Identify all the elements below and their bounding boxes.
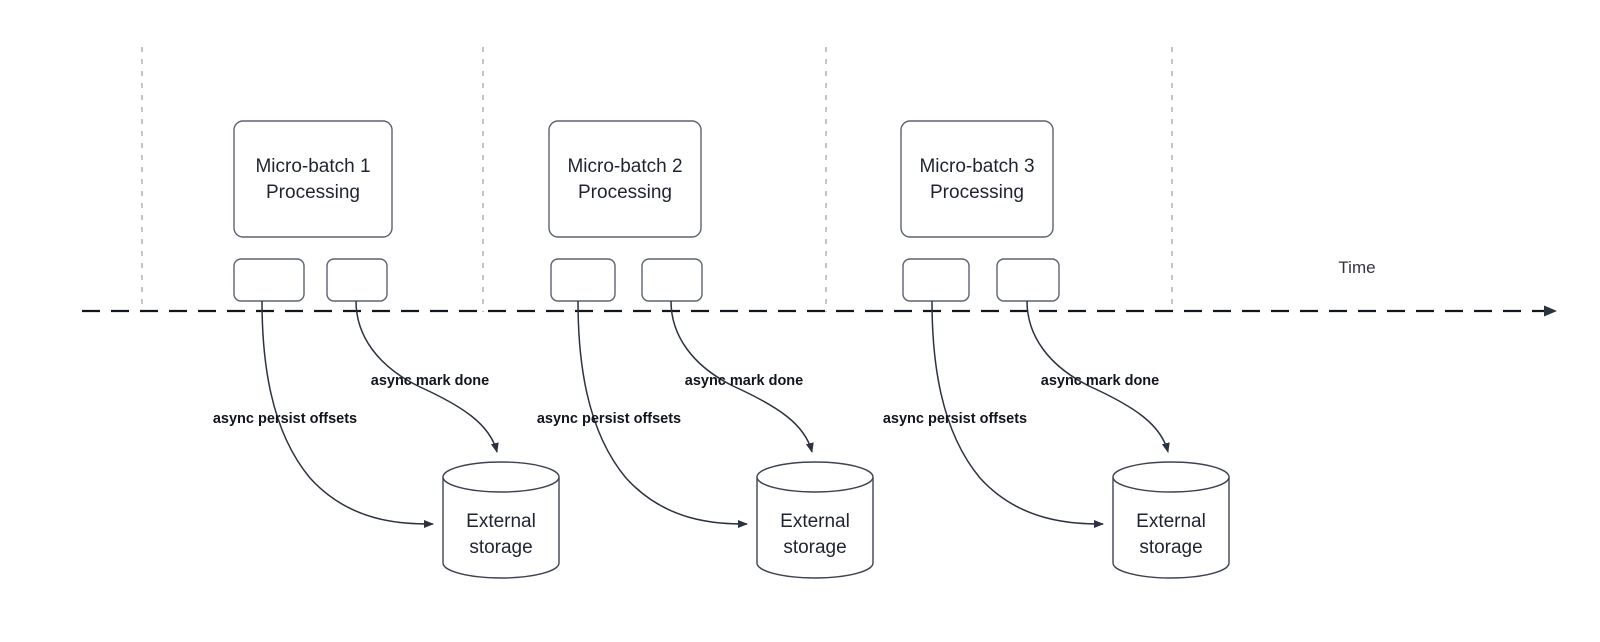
micro-batch-3-task-a[interactable] [902,258,970,302]
micro-batch-2-box[interactable] [548,120,702,238]
external-storage-1[interactable]: External storage [442,461,560,579]
micro-batch-3-label-line2: Processing [930,182,1024,203]
micro-batch-3-task-b[interactable] [996,258,1060,302]
micro-batch-2-task-b[interactable] [641,258,703,302]
external-storage-1-body [442,477,560,579]
micro-batch-3-box[interactable] [900,120,1054,238]
external-storage-1-top [442,461,560,493]
batch-group-1: Micro-batch 1 Processing async persist o… [213,120,560,579]
external-storage-2[interactable]: External storage [756,461,874,579]
micro-batch-1-label-line2: Processing [266,182,360,203]
external-storage-2-label-line2: storage [783,537,846,558]
micro-batch-2-markdone-edge [670,300,814,453]
time-axis-label: Time [1338,258,1375,277]
micro-batch-2-markdone-label: async mark done [685,373,803,389]
micro-batch-1-box[interactable] [233,120,393,238]
micro-batch-1-markdone-edge [355,300,499,453]
micro-batch-1-markdone-label: async mark done [371,373,489,389]
micro-batch-3-markdone-edge [1026,300,1170,453]
external-storage-3-body [1112,477,1230,579]
micro-batch-1-task-a[interactable] [233,258,305,302]
micro-batch-2-label-line1: Micro-batch 2 [567,156,682,177]
micro-batch-3-persist-label: async persist offsets [883,411,1027,427]
external-storage-2-body [756,477,874,579]
batch-boundaries [141,47,1173,312]
external-storage-3-label-line2: storage [1139,537,1202,558]
micro-batch-1-persist-edge [261,300,434,528]
micro-batch-1-label-line1: Micro-batch 1 [255,156,370,177]
micro-batch-2-persist-edge [577,300,748,528]
external-storage-2-label-line1: External [780,511,850,532]
micro-batch-3-persist-edge [931,300,1104,528]
batch-group-3: Micro-batch 3 Processing async persist o… [883,120,1230,579]
micro-batch-3-label-line1: Micro-batch 3 [919,156,1034,177]
batch-group-2: Micro-batch 2 Processing async persist o… [537,120,874,579]
external-storage-3-top [1112,461,1230,493]
external-storage-3[interactable]: External storage [1112,461,1230,579]
external-storage-1-label-line2: storage [469,537,532,558]
micro-batch-2-task-a[interactable] [550,258,616,302]
external-storage-1-label-line1: External [466,511,536,532]
external-storage-2-top [756,461,874,493]
micro-batch-1-persist-label: async persist offsets [213,411,357,427]
micro-batch-1-task-b[interactable] [326,258,388,302]
micro-batch-2-persist-label: async persist offsets [537,411,681,427]
external-storage-3-label-line1: External [1136,511,1206,532]
micro-batch-2-label-line2: Processing [578,182,672,203]
micro-batch-3-markdone-label: async mark done [1041,373,1159,389]
